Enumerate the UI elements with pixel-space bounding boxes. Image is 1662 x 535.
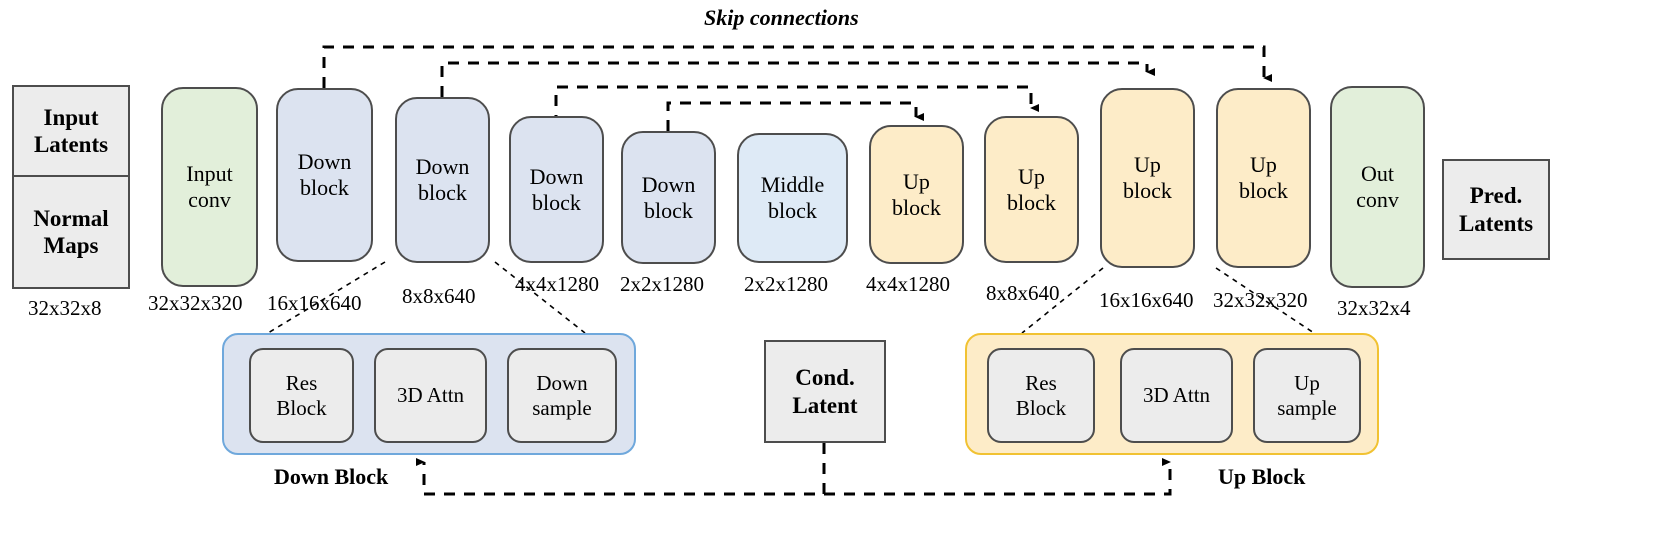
skip-connection-1 [322,45,1272,88]
input-latents-box: Input Latents [12,85,130,177]
skip-connection-4 [666,101,924,131]
up-block-2-line-1: Up [1018,163,1045,189]
dim-up-block-4: 32x32x320 [1213,288,1308,312]
skip-connections-title: Skip connections [704,5,859,30]
dim-up-block-1: 4x4x1280 [866,272,950,296]
down-block-panel: Res Block 3D Attn Down sample [222,333,636,455]
down-block-2: Down block [395,97,490,263]
dim-input-conv: 32x32x320 [148,291,243,315]
up-block-3-line-2: block [1123,178,1172,203]
up-block-caption: Up Block [1218,464,1306,489]
up-block-1: Up block [869,125,964,264]
dim-down-block-3: 4x4x1280 [515,272,599,296]
dim-middle-block: 2x2x1280 [744,272,828,296]
up-res-block-line-2: Block [1015,395,1067,420]
input-conv-line-1: Input [186,161,233,187]
down-3d-attn-label: 3D Attn [396,383,465,408]
up-upsample: Up sample [1253,348,1361,443]
dim-up-block-2: 8x8x640 [986,281,1060,305]
cond-latent-box: Cond. Latent [764,340,886,443]
down-block-4-line-2: block [644,197,693,223]
pred-latents-box: Pred. Latents [1442,159,1550,260]
skip-connection-3 [554,85,1039,126]
down-res-block: Res Block [249,348,354,443]
pred-latents-line-1: Pred. [1469,183,1523,209]
down-block-caption: Down Block [274,464,389,489]
up-res-block-line-1: Res [1025,370,1057,395]
down-block-1-line-2: block [300,175,349,200]
up-block-4-line-2: block [1239,178,1288,203]
pred-latents-line-2: Latents [1458,210,1534,236]
down-block-3: Down block [509,116,604,263]
up-block-panel: Res Block 3D Attn Up sample [965,333,1379,455]
up-upsample-line-2: sample [1277,395,1337,420]
up-block-3: Up block [1100,88,1195,268]
down-downsample-line-2: sample [532,395,592,420]
down-block-4: Down block [621,131,716,264]
middle-block: Middle block [737,133,848,263]
cond-latent-line-1: Cond. [795,365,855,391]
down-block-1-line-1: Down [297,149,352,175]
up-res-block: Res Block [987,348,1095,443]
down-downsample-line-1: Down [536,370,588,395]
up-block-1-line-1: Up [903,168,930,194]
input-conv-line-2: conv [188,187,231,212]
out-conv-line-2: conv [1356,187,1399,212]
middle-block-line-2: block [768,198,817,223]
up-block-4: Up block [1216,88,1311,268]
up-block-3-line-1: Up [1134,152,1161,178]
up-3d-attn: 3D Attn [1120,348,1233,443]
down-block-4-line-1: Down [641,171,696,197]
dim-down-block-1: 16x16x640 [267,291,362,315]
up-block-2: Up block [984,116,1079,263]
dim-down-block-4: 2x2x1280 [620,272,704,296]
down-3d-attn: 3D Attn [374,348,487,443]
down-block-2-line-2: block [418,180,467,205]
down-block-3-line-2: block [532,189,581,215]
input-conv-block: Input conv [161,87,258,287]
up-3d-attn-label: 3D Attn [1142,383,1211,408]
dim-out-conv: 32x32x4 [1337,296,1411,320]
down-downsample: Down sample [507,348,617,443]
up-block-1-line-2: block [892,194,941,220]
down-res-block-line-2: Block [276,395,327,420]
down-block-1: Down block [276,88,373,262]
down-res-block-line-1: Res [285,370,318,395]
normal-maps-box: Normal Maps [12,177,130,289]
up-block-2-line-2: block [1007,189,1056,215]
dim-down-block-2: 8x8x640 [402,284,476,308]
cond-latent-line-2: Latent [792,392,858,418]
middle-block-line-1: Middle [760,172,825,198]
normal-maps-line-1: Normal [33,205,109,231]
dim-up-block-3: 16x16x640 [1099,288,1194,312]
dim-input-latents: 32x32x8 [28,296,102,320]
normal-maps-line-2: Maps [43,233,99,258]
down-block-3-line-1: Down [529,163,584,189]
out-conv-block: Out conv [1330,86,1425,288]
up-block-4-line-1: Up [1250,152,1277,178]
input-latents-line-2: Latents [33,132,109,157]
up-upsample-line-1: Up [1294,370,1320,395]
out-conv-line-1: Out [1361,161,1394,187]
skip-connection-2 [440,61,1155,97]
down-block-2-line-1: Down [415,154,470,180]
input-latents-line-1: Input [43,104,99,130]
